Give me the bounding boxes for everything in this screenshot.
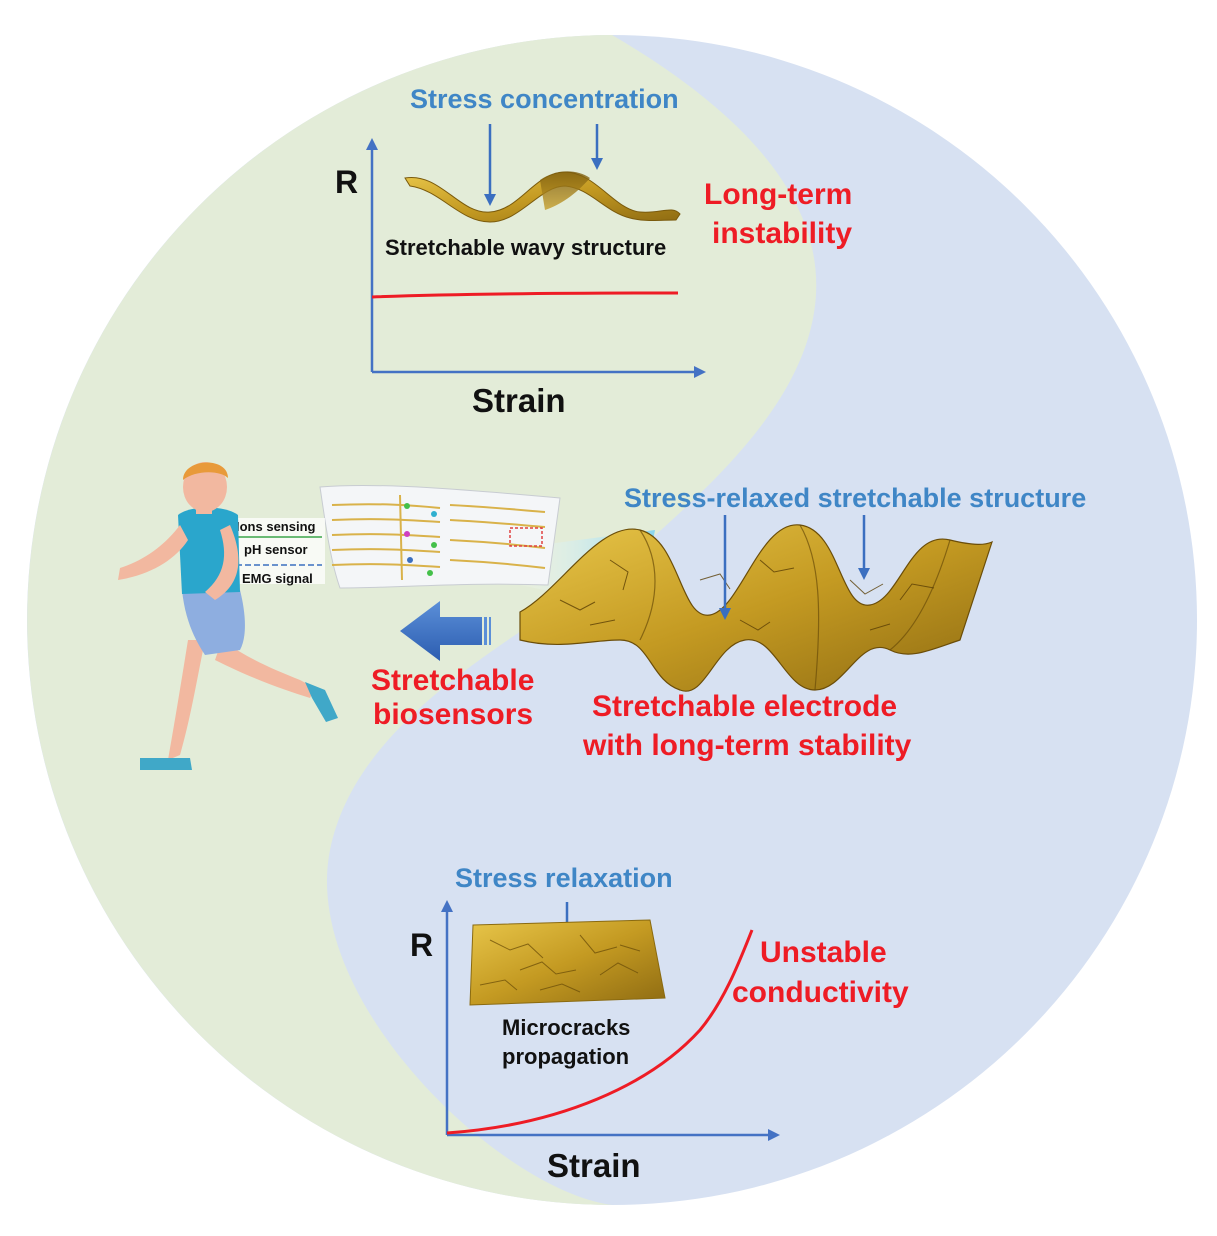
- x-axis-label: Strain: [547, 1147, 641, 1184]
- device-label-box: [233, 518, 325, 584]
- y-axis-label: R: [335, 164, 358, 200]
- sensor-patch: [319, 484, 561, 589]
- stretchable-electrode-illustration: [519, 524, 993, 692]
- microcracks-label: Microcracks: [502, 1015, 630, 1040]
- electrode-label-line2: with long-term stability: [582, 729, 912, 762]
- stress-relaxation-title: Stress relaxation: [455, 863, 673, 893]
- instability-label: instability: [712, 217, 852, 250]
- resistance-curve: [446, 929, 754, 1135]
- stress-concentration-title: Stress concentration: [410, 84, 679, 114]
- runner-illustration: [118, 462, 338, 770]
- propagation-label: propagation: [502, 1044, 629, 1069]
- cracked-film-illustration: [469, 919, 666, 1006]
- conductivity-label: conductivity: [732, 976, 909, 1009]
- emg-signal-label: EMG signal: [242, 571, 313, 586]
- wavy-structure-label: Stretchable wavy structure: [385, 235, 666, 260]
- unstable-label: Unstable: [760, 936, 887, 969]
- x-axis-arrowhead: [768, 1129, 780, 1141]
- y-axis-arrowhead: [441, 900, 453, 912]
- pointer-arrow-head: [484, 194, 496, 206]
- pointer-arrow-head: [858, 568, 870, 580]
- pointer-arrow-head: [719, 608, 731, 620]
- pointer-arrow-head: [591, 158, 603, 170]
- electrode-label-line1: Stretchable electrode: [592, 690, 897, 723]
- top-panel: Stress concentration R Strain Stretchabl…: [335, 84, 852, 419]
- ions-sensing-label: Ions sensing: [236, 519, 316, 534]
- middle-panel: Stress-relaxed stretchable structure Str…: [118, 462, 1086, 770]
- ph-sensor-label: pH sensor: [244, 542, 308, 557]
- x-axis-arrowhead: [694, 366, 706, 378]
- stress-relaxed-title: Stress-relaxed stretchable structure: [624, 483, 1086, 513]
- biosensors-label: biosensors: [373, 698, 533, 731]
- y-axis-label: R: [410, 927, 433, 963]
- bottom-panel: Stress relaxation R Strain Microcracks p…: [410, 863, 909, 1184]
- y-axis-arrowhead: [366, 138, 378, 150]
- long-term-label: Long-term: [704, 178, 852, 211]
- resistance-curve: [371, 291, 679, 299]
- stretchable-label: Stretchable: [371, 664, 534, 697]
- wavy-ribbon-illustration: [404, 171, 681, 223]
- x-axis-label: Strain: [472, 382, 566, 419]
- stretchable-biosensors-arrow: [400, 601, 491, 661]
